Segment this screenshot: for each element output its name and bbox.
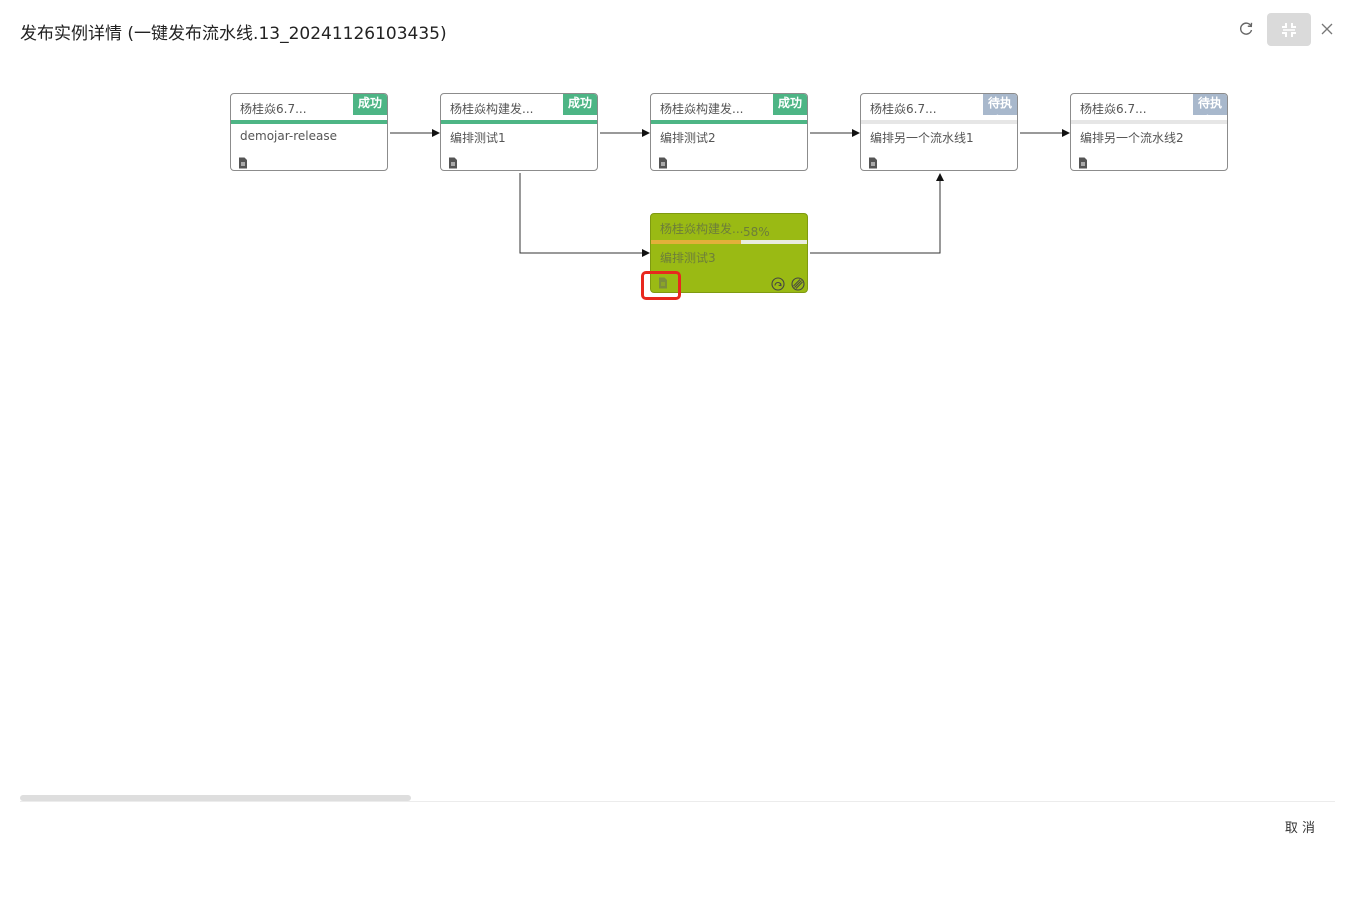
pipeline-node[interactable]: 杨桂焱6.7... 待执行 编排另一个流水线1 <box>860 93 1018 171</box>
node-name: 编排测试1 <box>450 131 506 145</box>
node-title: 杨桂焱6.7... <box>870 102 937 116</box>
node-name: 编排另一个流水线2 <box>1080 131 1184 145</box>
footer-divider <box>20 801 1335 802</box>
node-name: 编排测试3 <box>660 251 716 265</box>
progress-bar <box>651 240 807 244</box>
progress-bar <box>441 120 597 124</box>
close-icon <box>1321 23 1333 35</box>
pipeline-links <box>390 129 1070 257</box>
node-title: 杨桂焱6.7... <box>1080 102 1147 116</box>
dialog-title: 发布实例详情 (一键发布流水线.13_20241126103435) <box>20 24 447 44</box>
document-icon[interactable] <box>867 157 879 169</box>
pipeline-node-running[interactable]: 杨桂焱构建发... 58% 编排测试3 <box>650 213 808 293</box>
refresh-icon <box>1240 22 1253 35</box>
pipeline-canvas: 杨桂焱6.7... 成功 demojar-release 杨桂焱构建发... 成… <box>0 60 1353 790</box>
node-title: 杨桂焱构建发... <box>450 102 534 116</box>
document-icon[interactable] <box>237 157 249 169</box>
status-badge: 成功 <box>773 94 807 115</box>
status-badge: 待执行 <box>983 94 1017 128</box>
refresh-button[interactable] <box>1232 16 1260 42</box>
pipeline-node[interactable]: 杨桂焱6.7... 成功 demojar-release <box>230 93 388 171</box>
link-6-4 <box>810 173 944 254</box>
status-badge: 成功 <box>353 94 387 115</box>
stop-icon[interactable] <box>791 277 805 291</box>
node-name: 编排测试2 <box>660 131 716 145</box>
horizontal-scrollbar[interactable] <box>20 795 411 801</box>
progress-percent: 58% <box>743 225 770 239</box>
node-title: 杨桂焱构建发... <box>660 102 744 116</box>
highlight-box <box>641 271 681 300</box>
document-icon[interactable] <box>657 157 669 169</box>
progress-bar <box>861 120 1017 124</box>
node-name: 编排另一个流水线1 <box>870 131 974 145</box>
collapse-icon <box>1282 22 1296 37</box>
document-icon[interactable] <box>1077 157 1089 169</box>
exit-fullscreen-button[interactable] <box>1267 13 1311 46</box>
pipeline-node[interactable]: 杨桂焱6.7... 待执行 编排另一个流水线2 <box>1070 93 1228 171</box>
progress-bar <box>231 120 387 124</box>
link-2-6 <box>519 173 650 257</box>
close-button[interactable] <box>1316 16 1338 42</box>
progress-bar <box>651 120 807 124</box>
skip-icon[interactable] <box>771 277 785 291</box>
document-icon[interactable] <box>657 277 669 289</box>
progress-bar <box>1071 120 1227 124</box>
status-badge: 成功 <box>563 94 597 115</box>
node-name: demojar-release <box>240 129 337 143</box>
node-title: 杨桂焱6.7... <box>240 102 307 116</box>
node-title: 杨桂焱构建发... <box>660 222 744 236</box>
status-badge: 待执行 <box>1193 94 1227 128</box>
cancel-button[interactable]: 取 消 <box>1274 813 1326 839</box>
pipeline-node[interactable]: 杨桂焱构建发... 成功 编排测试1 <box>440 93 598 171</box>
pipeline-node[interactable]: 杨桂焱构建发... 成功 编排测试2 <box>650 93 808 171</box>
document-icon[interactable] <box>447 157 459 169</box>
